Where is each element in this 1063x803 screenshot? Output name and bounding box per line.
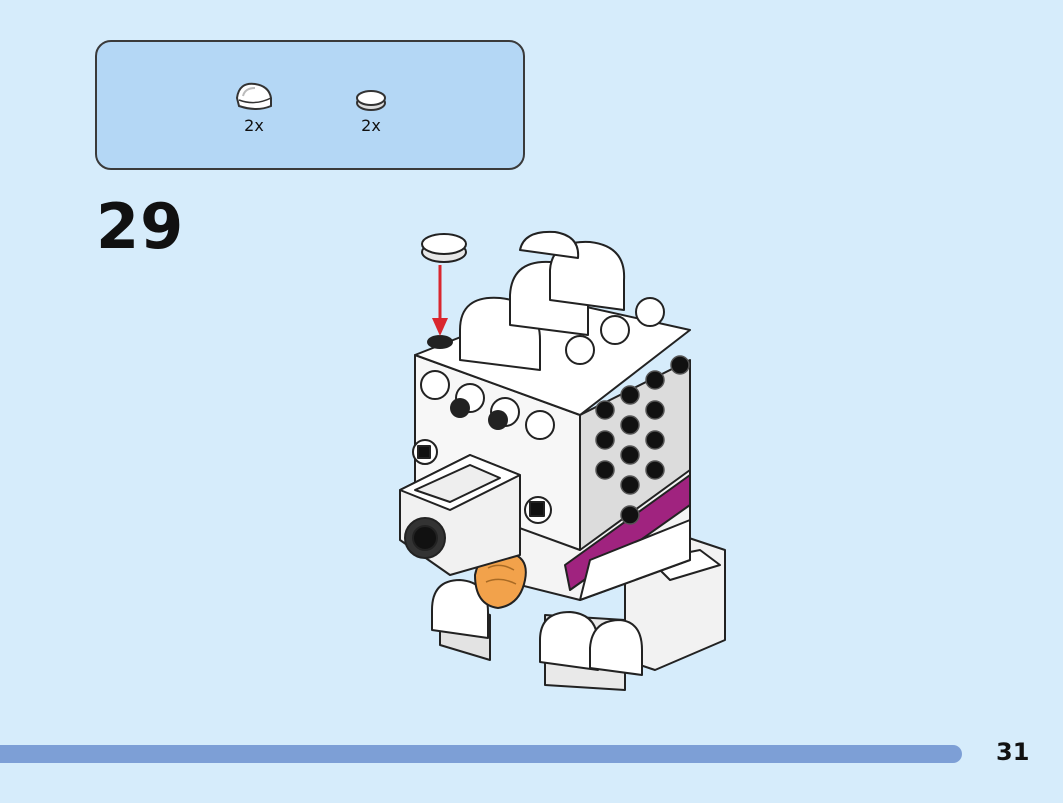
curved-slope-brick-icon bbox=[235, 82, 272, 110]
part-item-1: 2x bbox=[224, 78, 284, 135]
poodle-build-illustration bbox=[399, 230, 726, 691]
progress-bar bbox=[0, 745, 962, 763]
page-number: 31 bbox=[996, 738, 1030, 766]
part-quantity: 2x bbox=[244, 116, 264, 135]
part-quantity: 2x bbox=[361, 116, 381, 135]
round-tile-icon bbox=[356, 90, 386, 111]
part-item-2: 2x bbox=[341, 86, 401, 135]
step-number: 29 bbox=[96, 190, 185, 263]
parts-list-box: 2x 2x bbox=[95, 40, 525, 170]
